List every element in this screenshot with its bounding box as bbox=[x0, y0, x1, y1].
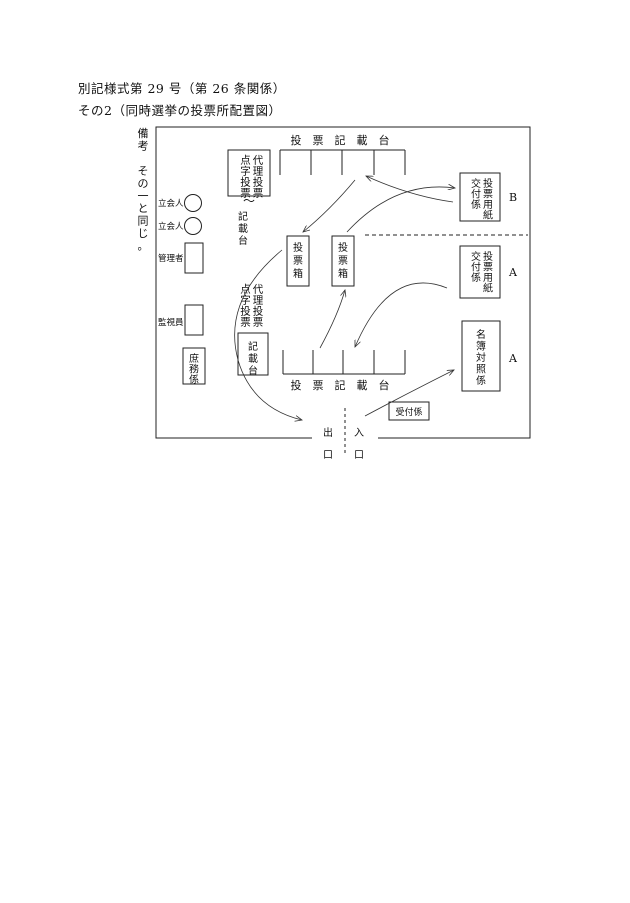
proxy-counter-label-bottom: 記載台 bbox=[248, 340, 258, 377]
exit-label: 出口 bbox=[323, 426, 333, 461]
top-counter-label: 投 票 記 載 台 bbox=[291, 133, 390, 147]
proxy-braille-label-top: 代理投票点字投票 bbox=[240, 155, 264, 200]
svg-text:投票箱: 投票箱 bbox=[293, 241, 303, 280]
witness-label-1: 立会人 bbox=[158, 198, 184, 209]
flow-arrow-box-right-to-issue-b bbox=[346, 187, 455, 233]
ballot-issue-desk-a bbox=[459, 245, 501, 299]
ballot-issue-desk-a-label: 投票用紙交付係 bbox=[471, 250, 493, 295]
flow-arrow-box-left-to-exit bbox=[234, 249, 302, 420]
proxy-braille-label-bottom: 代理投票点字投票 bbox=[240, 284, 264, 329]
svg-text:代理投票点字投票: 代理投票点字投票 bbox=[240, 155, 264, 200]
svg-text:入口: 入口 bbox=[354, 428, 364, 461]
flow-arrow-counter-to-box-left bbox=[303, 179, 356, 232]
observer-seat bbox=[184, 304, 204, 336]
proxy-counter-label-top: 〜 記載台 bbox=[238, 194, 255, 247]
election-a-label-1: A bbox=[508, 266, 518, 279]
witness-seat-1 bbox=[184, 194, 202, 212]
svg-text:庶務係: 庶務係 bbox=[189, 352, 199, 386]
top-voting-counter bbox=[279, 149, 406, 175]
form-subtitle-heading: その2（同時選挙の投票所配置図） bbox=[78, 103, 282, 118]
flow-arrow-entrance-to-roster bbox=[364, 370, 454, 417]
svg-text:代理投票点字投票: 代理投票点字投票 bbox=[240, 284, 264, 329]
clerk-box bbox=[182, 347, 206, 385]
proxy-braille-label-box-top bbox=[227, 149, 271, 197]
election-a-label-2: A bbox=[508, 352, 518, 365]
reception-label: 受付係 bbox=[395, 406, 422, 418]
svg-text:記載台: 記載台 bbox=[248, 340, 258, 377]
flow-arrow-counter-to-box-right bbox=[319, 290, 345, 349]
flow-arrow-roster-to-issue-a bbox=[355, 282, 448, 347]
manager-label: 管理者 bbox=[158, 253, 184, 264]
proxy-counter-box-bottom bbox=[237, 332, 269, 376]
svg-text:投票用紙交付係: 投票用紙交付係 bbox=[471, 177, 493, 222]
svg-text:出口: 出口 bbox=[323, 426, 333, 461]
ballot-issue-desk-b-label: 投票用紙交付係 bbox=[471, 177, 493, 222]
flow-arrow-issue-b-to-counter bbox=[366, 176, 454, 203]
svg-text:記載台: 記載台 bbox=[238, 210, 248, 247]
form-number-heading: 別記様式第 29 号（第 26 条関係） bbox=[78, 81, 286, 96]
clerk-label: 庶務係 bbox=[189, 352, 199, 386]
ballot-box-right bbox=[331, 235, 355, 287]
observer-label: 監視員 bbox=[158, 317, 184, 328]
roster-desk bbox=[461, 320, 501, 392]
svg-text:投票箱: 投票箱 bbox=[338, 241, 348, 280]
remark-text: 備考その一と同じ。 bbox=[138, 127, 149, 253]
svg-text:〜: 〜 bbox=[243, 194, 255, 208]
manager-seat bbox=[184, 242, 204, 274]
svg-text:名簿対照係: 名簿対照係 bbox=[476, 328, 486, 387]
witness-seat-2 bbox=[184, 217, 202, 235]
ballot-box-left-label: 投票箱 bbox=[293, 241, 303, 280]
entrance-label: 入口 bbox=[354, 428, 364, 461]
reception-desk bbox=[388, 401, 430, 421]
election-b-label: B bbox=[509, 191, 517, 204]
roster-desk-label: 名簿対照係 bbox=[476, 328, 486, 387]
bottom-voting-counter bbox=[282, 350, 406, 375]
bottom-counter-label: 投 票 記 載 台 bbox=[291, 378, 390, 392]
ballot-box-left bbox=[286, 235, 310, 287]
ballot-box-right-label: 投票箱 bbox=[338, 241, 348, 280]
svg-text:投票用紙交付係: 投票用紙交付係 bbox=[471, 250, 493, 295]
witness-label-2: 立会人 bbox=[158, 221, 184, 232]
ballot-issue-desk-b bbox=[459, 172, 501, 222]
